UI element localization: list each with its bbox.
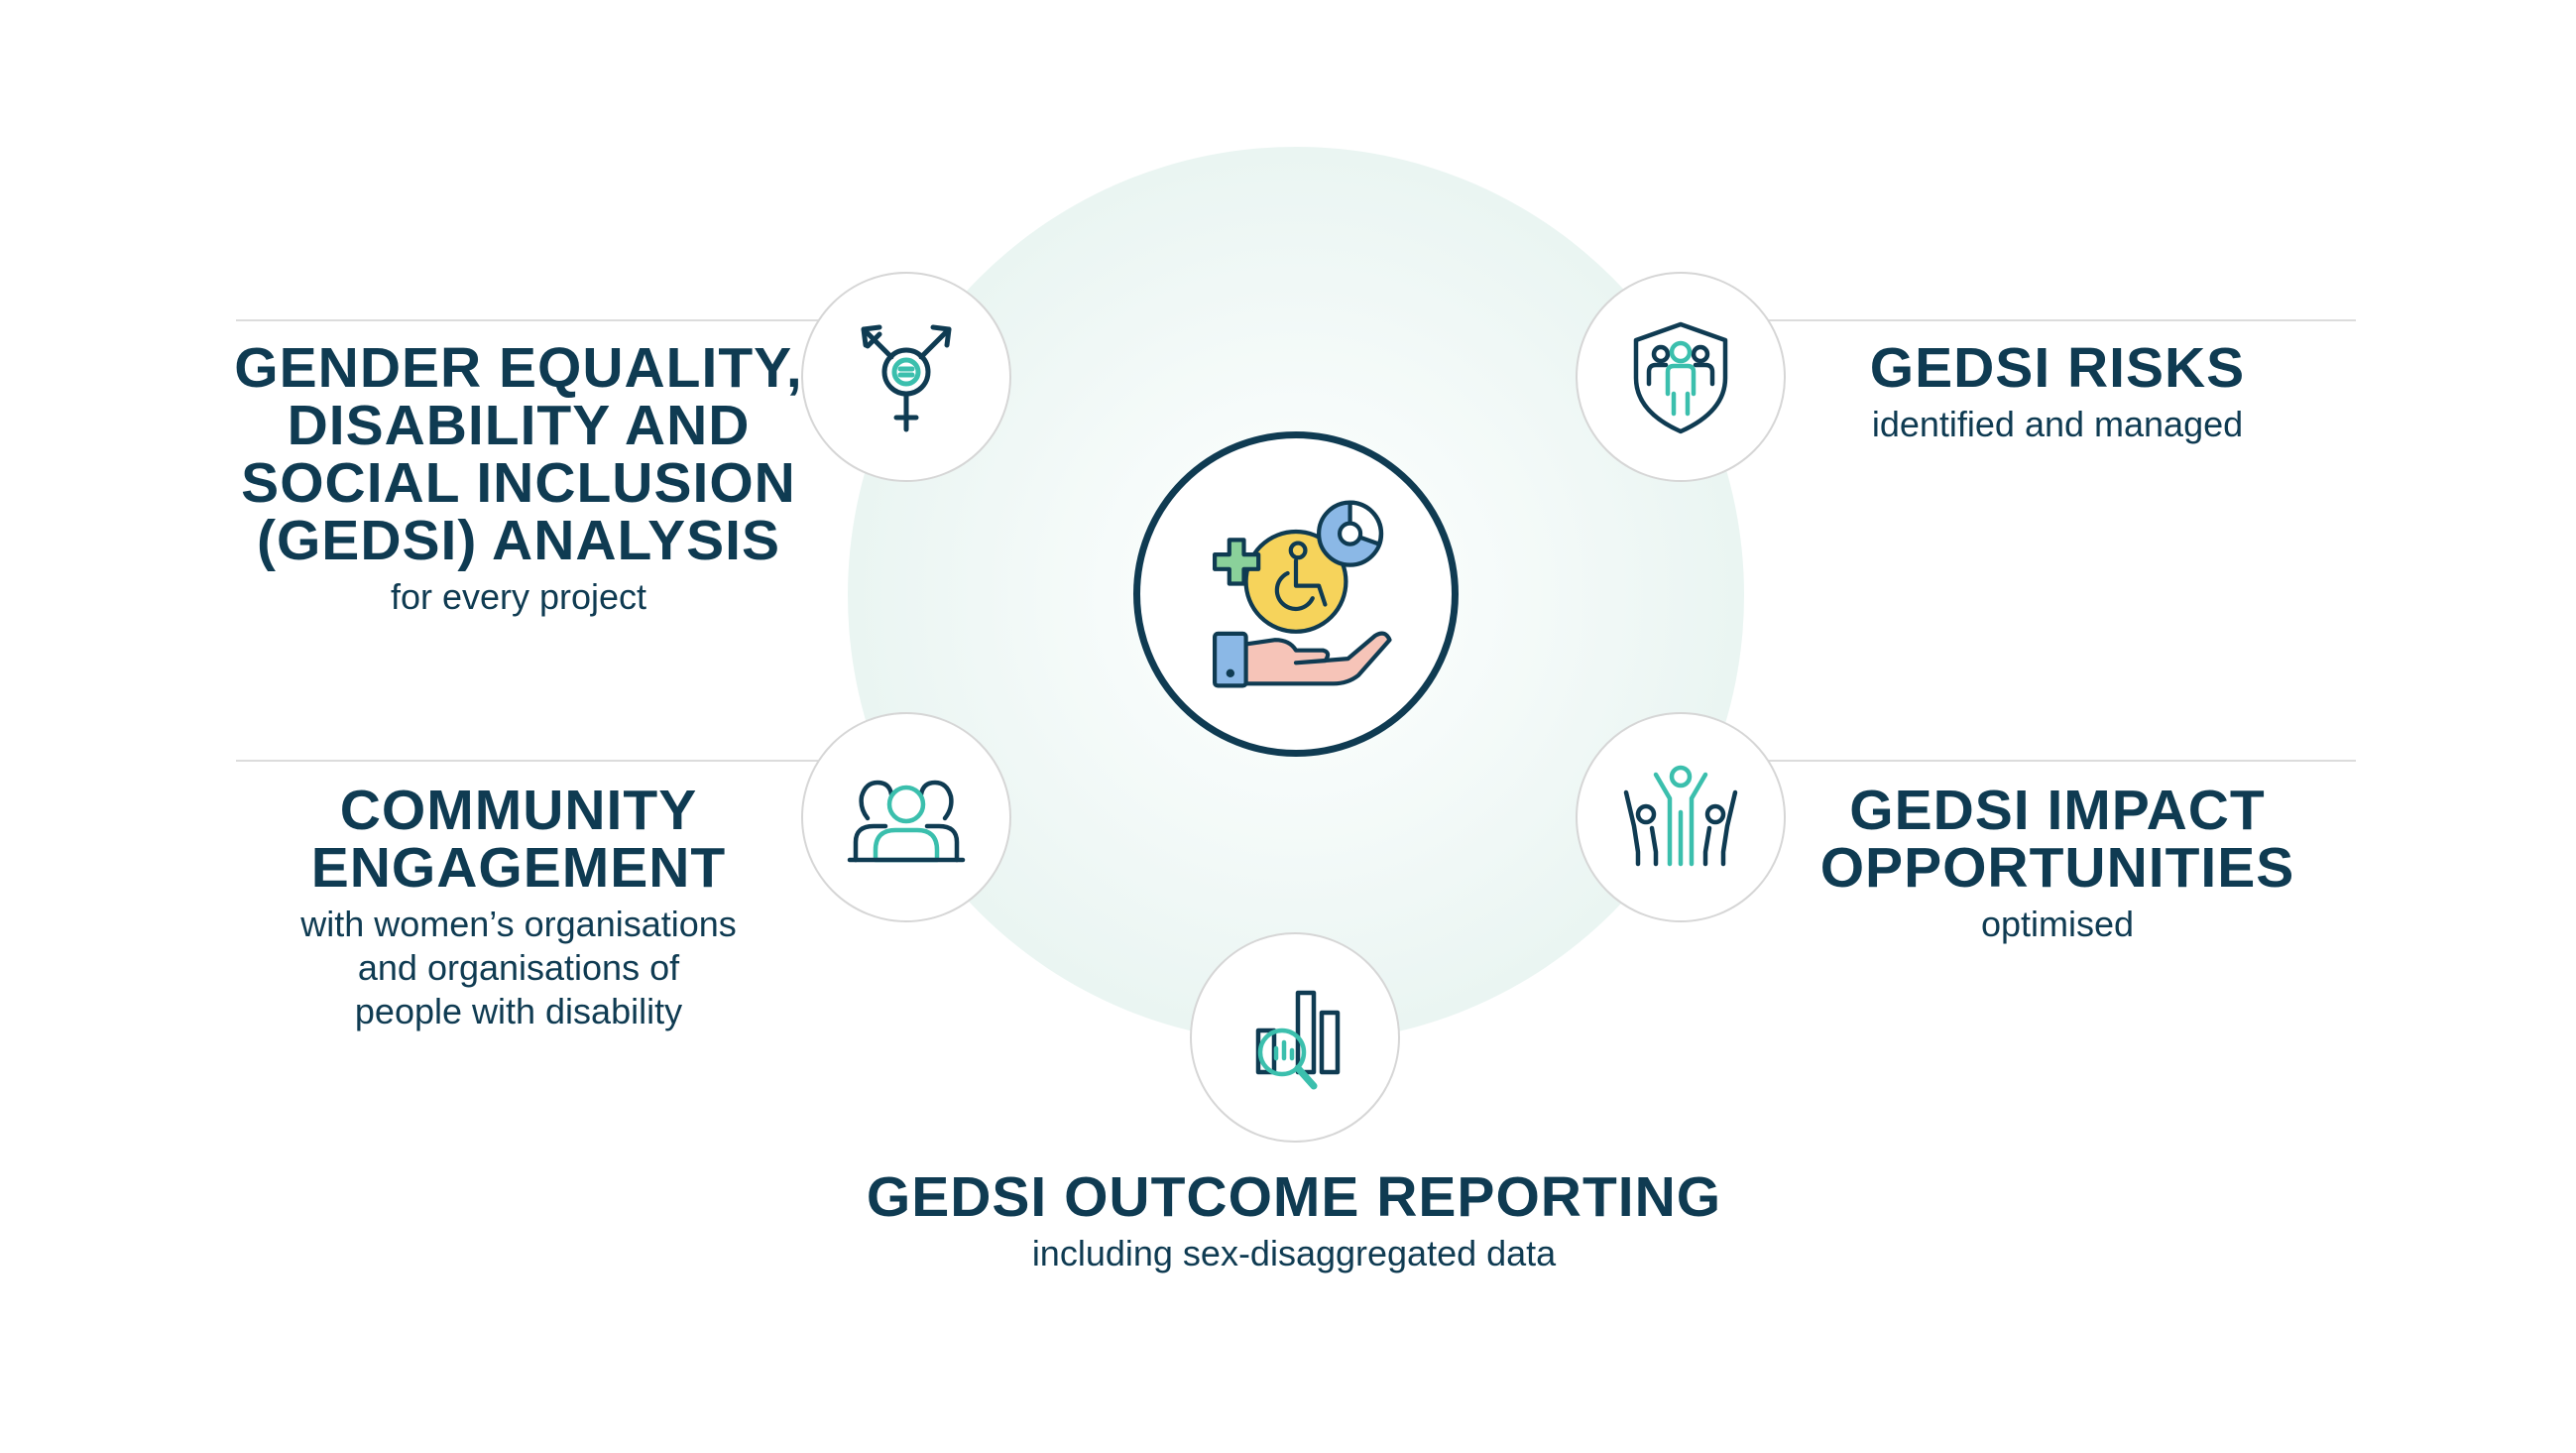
bar-chart-magnifier-icon [1255, 990, 1341, 1090]
analysis-label: GENDER EQUALITY, DISABILITY AND SOCIAL I… [196, 339, 841, 619]
impact-label: GEDSI IMPACT OPPORTUNITIES optimised [1750, 782, 2365, 946]
celebrating-people-icon [1623, 765, 1738, 867]
impact-title-line: OPPORTUNITIES [1819, 836, 2295, 900]
risks-title-line: GEDSI RISKS [1869, 336, 2246, 400]
community-subtitle-line: people with disability [354, 991, 683, 1031]
community-title-line: ENGAGEMENT [310, 836, 727, 900]
community-node [801, 712, 1011, 922]
impact-subtitle: optimised [1750, 903, 2365, 946]
risks-subtitle: identified and managed [1750, 403, 2365, 446]
analysis-title-line: DISABILITY AND [287, 394, 751, 457]
risks-title: GEDSI RISKS [1750, 339, 2365, 397]
impact-subtitle-line: optimised [1980, 904, 2135, 944]
center-node [1133, 431, 1459, 757]
analysis-title-line: SOCIAL INCLUSION [241, 451, 796, 515]
reporting-subtitle-line: including sex-disaggregated data [1031, 1233, 1557, 1273]
community-subtitle-line: and organisations of [357, 947, 680, 988]
reporting-label: GEDSI OUTCOME REPORTING including sex-di… [793, 1168, 1795, 1275]
risks-node [1576, 272, 1786, 482]
reporting-title: GEDSI OUTCOME REPORTING [793, 1168, 1795, 1226]
gender-symbol-icon [861, 324, 952, 432]
risks-subtitle-line: identified and managed [1871, 404, 2244, 444]
analysis-title-line: (GEDSI) ANALYSIS [256, 509, 781, 572]
hand-holding-accessibility-icon [1213, 500, 1392, 688]
reporting-subtitle: including sex-disaggregated data [793, 1232, 1795, 1275]
analysis-node [801, 272, 1011, 482]
community-label: COMMUNITY ENGAGEMENT with women’s organi… [216, 782, 821, 1033]
divider-line-left-bottom [236, 760, 831, 762]
impact-node [1576, 712, 1786, 922]
analysis-title-line: GENDER EQUALITY, [234, 336, 803, 400]
group-people-icon [847, 780, 966, 863]
community-subtitle: with women’s organisations and organisat… [216, 903, 821, 1033]
community-subtitle-line: with women’s organisations [300, 904, 737, 944]
reporting-title-line: GEDSI OUTCOME REPORTING [866, 1165, 1722, 1229]
analysis-subtitle-line: for every project [390, 576, 647, 617]
reporting-node [1190, 932, 1400, 1143]
divider-line-right-bottom [1745, 760, 2356, 762]
shield-people-icon [1633, 321, 1728, 434]
community-title-line: COMMUNITY [339, 779, 698, 842]
analysis-title: GENDER EQUALITY, DISABILITY AND SOCIAL I… [196, 339, 841, 569]
impact-title-line: GEDSI IMPACT [1849, 779, 2266, 842]
impact-title: GEDSI IMPACT OPPORTUNITIES [1750, 782, 2365, 897]
risks-label: GEDSI RISKS identified and managed [1750, 339, 2365, 446]
divider-line-left-top [236, 319, 831, 321]
divider-line-right-top [1745, 319, 2356, 321]
analysis-subtitle: for every project [196, 575, 841, 619]
community-title: COMMUNITY ENGAGEMENT [216, 782, 821, 897]
